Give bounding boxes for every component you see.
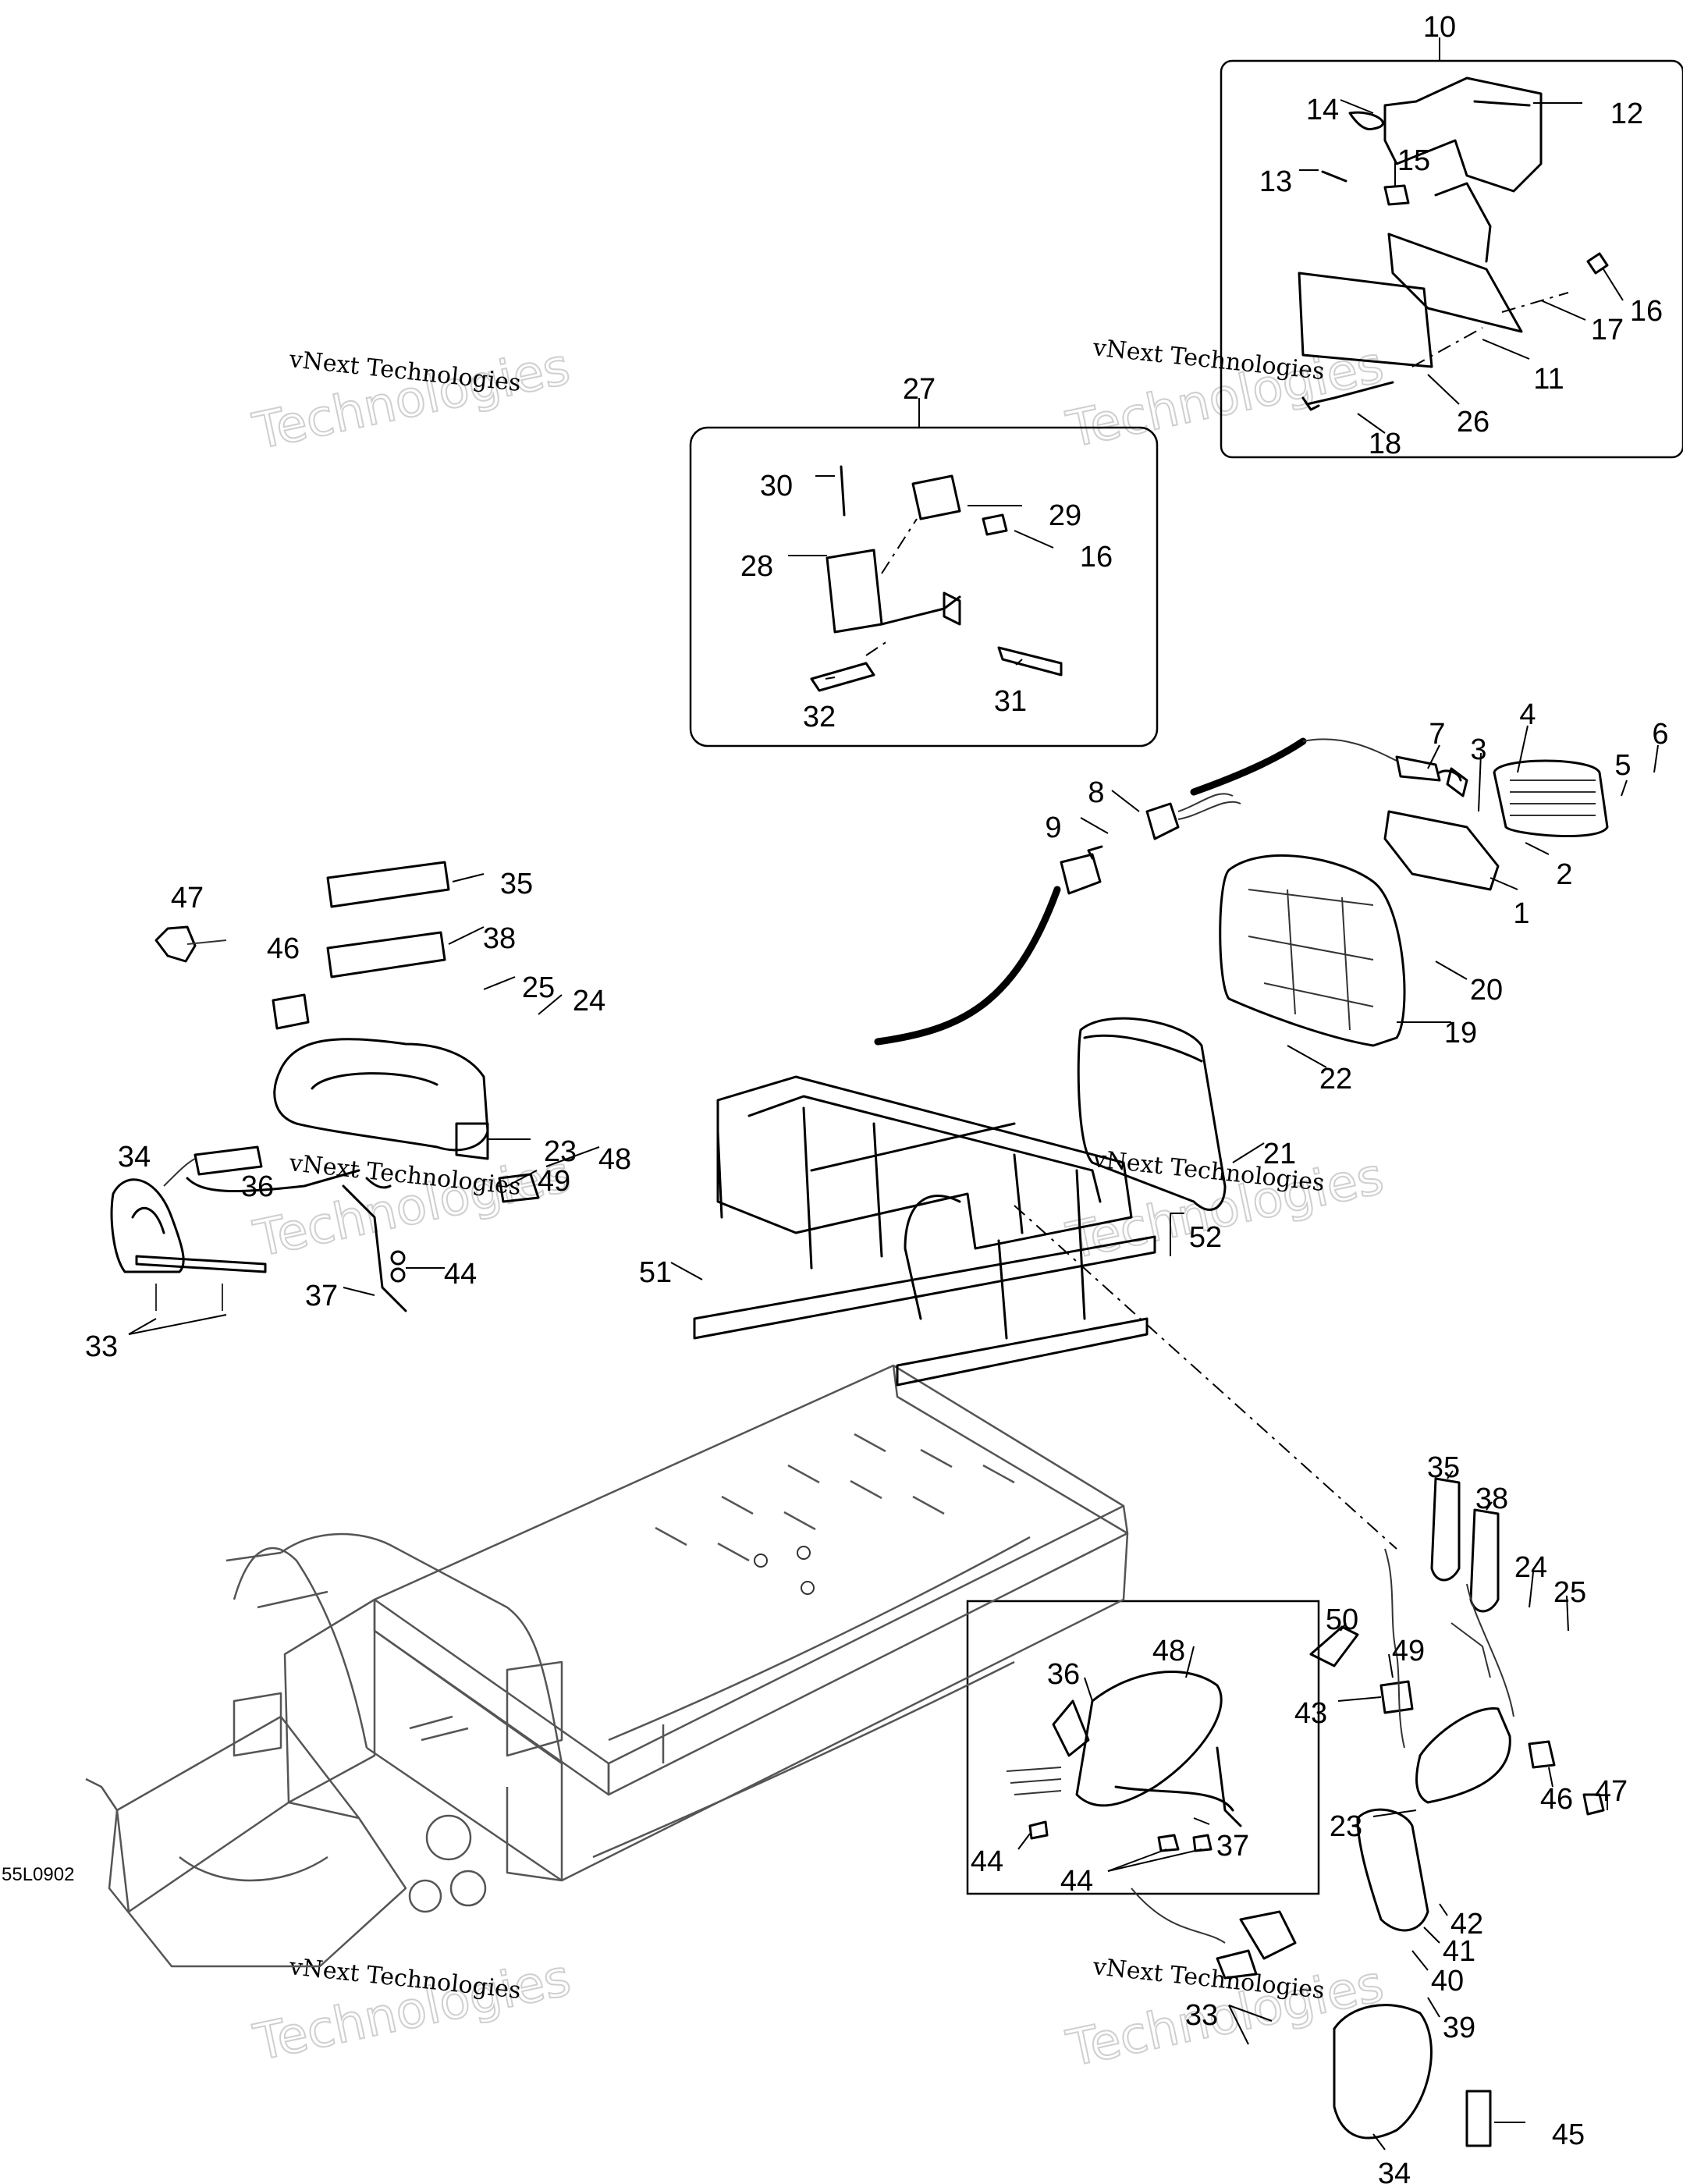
callout-46: 46: [267, 932, 300, 965]
callout-16: 16: [1080, 541, 1113, 574]
callout-39: 39: [1443, 2012, 1475, 2044]
callout-44: 44: [971, 1845, 1003, 1878]
callout-21: 21: [1263, 1138, 1296, 1170]
callout-11: 11: [1533, 363, 1564, 396]
callout-48: 48: [1152, 1635, 1185, 1667]
callout-7: 7: [1429, 718, 1445, 751]
group-10-parts: [1298, 76, 1609, 411]
watermark: Technologies vNext Technologies: [247, 337, 576, 462]
callout-27: 27: [903, 373, 936, 406]
right-handgrip-assembly: [1131, 1477, 1605, 2147]
inset-43-parts: [1006, 1671, 1242, 1852]
watermark: Technologies vNext Technologies: [1061, 1145, 1390, 1272]
callout-44: 44: [1060, 1865, 1093, 1898]
callout-37: 37: [305, 1280, 338, 1312]
callout-2: 2: [1556, 858, 1572, 891]
callout-23: 23: [1330, 1810, 1362, 1843]
diagram-code: 55L0902: [2, 1864, 74, 1885]
callout-28: 28: [740, 550, 773, 583]
callout-48: 48: [598, 1143, 631, 1176]
dashed-guide-line: [1014, 1205, 1397, 1550]
callout-42: 42: [1450, 1908, 1483, 1941]
callout-25: 25: [522, 971, 555, 1004]
wire-harness: [874, 737, 1462, 1046]
callout-19: 19: [1444, 1017, 1477, 1049]
watermark: Technologies vNext Technologies: [1061, 1953, 1390, 2079]
callout-34: 34: [118, 1141, 151, 1174]
callout-3: 3: [1470, 733, 1486, 766]
callout-8: 8: [1088, 776, 1104, 809]
callout-49: 49: [1392, 1635, 1425, 1667]
callout-13: 13: [1259, 165, 1292, 198]
watermark: Technologies vNext Technologies: [248, 1948, 577, 2073]
callout-49: 49: [538, 1165, 570, 1198]
callout-35: 35: [1427, 1451, 1460, 1484]
leader-lines: [128, 99, 1659, 2150]
callout-46: 46: [1540, 1783, 1573, 1816]
callout-41: 41: [1443, 1935, 1475, 1968]
callout-9: 9: [1045, 811, 1061, 844]
callout-52: 52: [1189, 1221, 1222, 1254]
callout-4: 4: [1519, 698, 1536, 731]
group-box-43: [966, 1600, 1320, 1895]
watermark: Technologies vNext Technologies: [248, 1145, 577, 1270]
callout-51: 51: [639, 1256, 672, 1289]
callout-25: 25: [1553, 1576, 1586, 1609]
callout-15: 15: [1397, 144, 1430, 177]
callout-40: 40: [1431, 1965, 1464, 1998]
callout-31: 31: [994, 685, 1027, 718]
callout-23: 23: [544, 1135, 577, 1168]
callout-37: 37: [1216, 1830, 1249, 1863]
callout-33: 33: [1185, 1999, 1218, 2032]
callout-12: 12: [1610, 98, 1643, 130]
callout-47: 47: [1595, 1775, 1628, 1808]
callout-44: 44: [444, 1258, 477, 1291]
callout-29: 29: [1049, 499, 1081, 532]
group-box-10: [1220, 59, 1683, 459]
callout-24: 24: [1514, 1551, 1547, 1584]
callout-26: 26: [1457, 406, 1489, 439]
callout-18: 18: [1369, 428, 1401, 460]
group-27-parts: [810, 465, 1063, 692]
callout-6: 6: [1652, 718, 1668, 751]
callout-32: 32: [803, 701, 836, 733]
rack-51: [693, 1075, 1156, 1387]
callout-50: 50: [1326, 1603, 1358, 1636]
group-box-27: [689, 426, 1159, 748]
callout-24: 24: [573, 985, 605, 1017]
left-handgrip-assembly: [110, 861, 540, 1312]
callout-34: 34: [1378, 2157, 1411, 2184]
callout-33: 33: [85, 1330, 118, 1363]
callout-14: 14: [1306, 94, 1339, 126]
callout-45: 45: [1552, 2118, 1585, 2151]
callout-38: 38: [1475, 1483, 1508, 1515]
callout-17: 17: [1591, 314, 1624, 346]
callout-47: 47: [171, 882, 204, 914]
callout-36: 36: [1047, 1658, 1080, 1691]
callout-43: 43: [1294, 1697, 1327, 1730]
callout-20: 20: [1470, 974, 1503, 1007]
light-assembly: [1077, 759, 1609, 1211]
callout-5: 5: [1614, 749, 1631, 782]
callout-22: 22: [1319, 1063, 1352, 1096]
callout-38: 38: [483, 922, 516, 955]
callout-10: 10: [1423, 11, 1456, 44]
callout-35: 35: [500, 868, 533, 900]
chassis-frame: [85, 1364, 1129, 1968]
callout-1: 1: [1513, 897, 1529, 930]
callout-36: 36: [241, 1170, 274, 1203]
callout-30: 30: [760, 470, 793, 502]
callout-16: 16: [1630, 295, 1663, 328]
